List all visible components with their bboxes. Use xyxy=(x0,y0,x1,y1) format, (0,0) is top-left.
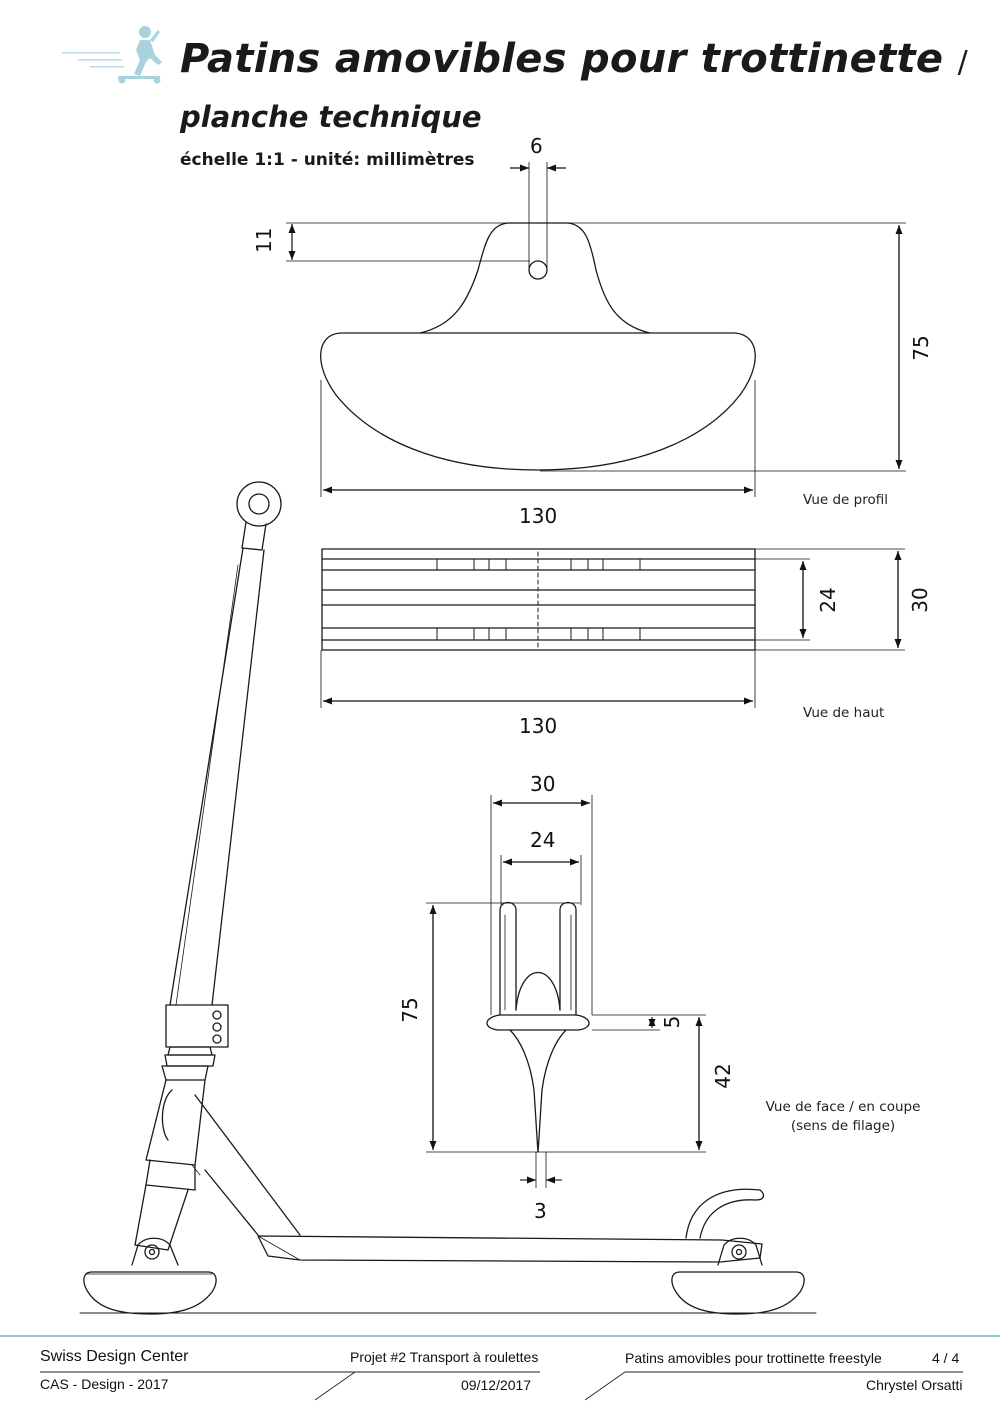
dim-front-blade-height: 42 xyxy=(711,1063,735,1089)
view-label-front-line2: (sens de filage) xyxy=(790,1118,896,1134)
page-subtitle: planche technique xyxy=(180,100,482,134)
footer-author: Chrystel Orsatti xyxy=(866,1377,963,1393)
dim-top-width: 130 xyxy=(519,714,558,738)
dim-top-inner: 24 xyxy=(816,587,840,613)
dim-profile-hole: 6 xyxy=(530,134,543,158)
page-title: Patins amovibles pour trottinette / xyxy=(180,36,968,82)
dim-profile-hole-offset: 11 xyxy=(252,227,276,253)
title-text: Patins amovibles pour trottinette xyxy=(180,36,944,82)
view-label-top: Vue de haut xyxy=(803,705,885,721)
scale-note: échelle 1:1 - unité: millimètres xyxy=(180,150,475,170)
footer-course: CAS - Design - 2017 xyxy=(40,1376,169,1392)
scooter-rider-icon xyxy=(62,26,162,84)
dim-front-plate: 5 xyxy=(660,1015,684,1029)
footer-date: 09/12/2017 xyxy=(461,1377,532,1393)
front-view-drawing xyxy=(486,901,590,1153)
dim-front-inner-width: 24 xyxy=(530,828,556,852)
profile-view-drawing xyxy=(320,222,756,471)
footer-page: 4 / 4 xyxy=(932,1350,960,1366)
title-slash: / xyxy=(957,45,968,80)
dim-profile-height: 75 xyxy=(909,335,933,361)
top-view-drawing xyxy=(321,548,756,651)
footer-org: Swiss Design Center xyxy=(40,1348,189,1365)
view-label-front-line1: Vue de face / en coupe xyxy=(765,1099,921,1115)
dim-front-outer-width: 30 xyxy=(530,772,556,796)
dim-front-blade-tip: 3 xyxy=(534,1199,547,1223)
footer-project: Projet #2 Transport à roulettes xyxy=(350,1349,539,1365)
dim-front-total-height: 75 xyxy=(398,997,422,1023)
dim-profile-width: 130 xyxy=(519,504,558,528)
footer-frame xyxy=(0,1335,1000,1401)
footer-sheet-title: Patins amovibles pour trottinette freest… xyxy=(625,1350,882,1366)
dim-top-outer: 30 xyxy=(908,587,932,613)
view-label-profile: Vue de profil xyxy=(803,492,888,508)
view-label-front: Vue de face / en coupe (sens de filage) xyxy=(760,1098,926,1136)
scooter-drawing xyxy=(79,481,817,1315)
